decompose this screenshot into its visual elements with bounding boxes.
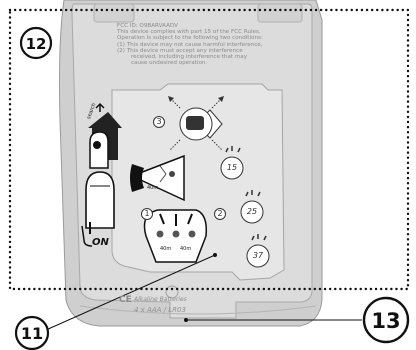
step-2-label: 2 [217, 209, 223, 218]
duration-25: 25 [246, 207, 258, 216]
top-slot-right [257, 3, 303, 23]
ce-mark: CE [119, 295, 132, 305]
fcc-line: (2) This device must accept any interfer… [117, 47, 243, 54]
range-diagram-upper [130, 154, 185, 202]
callout-12-frame [8, 8, 410, 291]
step-3-circle [153, 116, 165, 128]
fcc-line: received, including interference that ma… [131, 54, 248, 61]
step-2-circle [214, 208, 226, 220]
on-label: ON [92, 237, 109, 248]
distance-label: 40m [147, 185, 159, 191]
battery-size: 4 x AAA / LR03 [134, 306, 186, 314]
callout-11-leader [45, 254, 216, 331]
fcc-id-line: FCC ID: O9BARVAADV [117, 23, 178, 29]
duration-icon-25 [240, 190, 264, 224]
duration-icon-37 [246, 234, 270, 268]
fcc-line: This device complies with part 15 of the… [117, 29, 261, 36]
callout-13-number: 13 [371, 309, 401, 333]
emboss-circle [165, 285, 179, 299]
fcc-line: Operation is subject to the following tw… [117, 35, 263, 42]
step-1-label: 1 [144, 209, 150, 218]
range-diagram-lower [143, 209, 208, 263]
fcc-line: (1) This device may not cause harmful in… [117, 41, 263, 48]
direction-diagram [168, 96, 224, 151]
callout-13-dot [184, 318, 188, 322]
distance-label: 40m [160, 246, 172, 252]
callout-11-circle [14, 315, 50, 350]
bottom-ridge [79, 305, 317, 315]
step-3-label: 3 [156, 117, 162, 126]
house-search-icon [88, 102, 122, 169]
callout-13-circle [362, 296, 410, 344]
battery-type: Alkaline Batteries [134, 296, 187, 303]
duration-15: 15 [226, 163, 238, 172]
top-slot-left [93, 3, 135, 23]
callout-11-number: 11 [20, 324, 44, 343]
duration-37: 37 [252, 251, 264, 260]
distance-label: 40m [180, 246, 192, 252]
step-1-circle [141, 208, 153, 220]
fcc-notice: FCC ID: O9BARVAADV This device complies … [117, 23, 317, 66]
callout-12-number: 12 [25, 35, 47, 53]
power-on-icon [81, 171, 115, 247]
callout-11-dot [213, 253, 217, 257]
fcc-line: cause undesired operation. [131, 60, 208, 67]
duration-icon-15 [220, 146, 244, 180]
callout-12-circle [19, 26, 53, 60]
